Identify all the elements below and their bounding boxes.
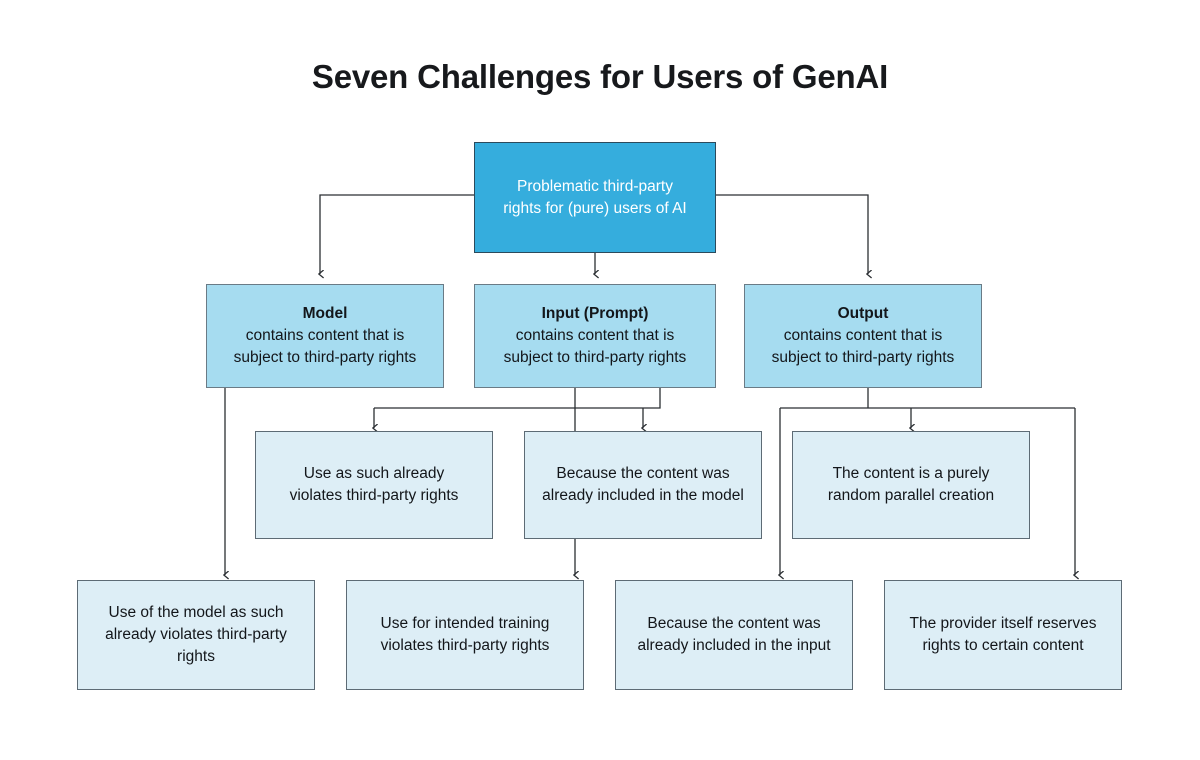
- edge-root-to-output: [716, 194, 868, 274]
- node-included-input-line1: Because the content was: [647, 615, 821, 632]
- node-included-model-line1: Because the content was: [556, 465, 730, 482]
- node-use-as-such-line1: Use as such already: [303, 465, 445, 482]
- node-root-line1: Problematic third-party: [517, 177, 673, 195]
- edge-input-branch-left: [374, 388, 661, 409]
- node-input-line2: subject to third-party rights: [503, 349, 687, 366]
- node-use-of-model-line3: rights: [177, 648, 215, 665]
- node-included-model[interactable]: Because the content was already included…: [524, 431, 762, 539]
- node-intended-training-line2: violates third-party rights: [380, 637, 550, 654]
- node-input[interactable]: Input (Prompt) contains content that is …: [474, 284, 716, 388]
- node-intended-training[interactable]: Use for intended training violates third…: [346, 580, 584, 690]
- node-random-parallel-line2: random parallel creation: [827, 487, 995, 504]
- node-included-model-line2: already included in the model: [542, 487, 744, 504]
- node-provider-reserves-line1: The provider itself reserves: [909, 615, 1097, 632]
- node-included-input[interactable]: Because the content was already included…: [615, 580, 853, 690]
- node-use-of-model-line1: Use of the model as such: [108, 604, 284, 621]
- node-use-of-model-line2: already violates third-party: [105, 626, 287, 643]
- edge-root-to-model: [320, 194, 474, 274]
- node-output-line1: contains content that is: [783, 327, 943, 344]
- node-input-line1: contains content that is: [515, 327, 675, 344]
- node-random-parallel-line1: The content is a purely: [832, 465, 990, 482]
- node-model[interactable]: Model contains content that is subject t…: [206, 284, 444, 388]
- node-random-parallel[interactable]: The content is a purely random parallel …: [792, 431, 1030, 539]
- node-use-as-such[interactable]: Use as such already violates third-party…: [255, 431, 493, 539]
- node-included-input-line2: already included in the input: [637, 637, 831, 654]
- node-provider-reserves-line2: rights to certain content: [922, 637, 1084, 654]
- node-root-line2: rights for (pure) users of AI: [503, 199, 687, 217]
- node-use-of-model[interactable]: Use of the model as such already violate…: [77, 580, 315, 690]
- node-model-line1: contains content that is: [245, 327, 405, 344]
- node-root[interactable]: Problematic third-party rights for (pure…: [474, 142, 716, 253]
- node-output-heading: Output: [837, 305, 889, 322]
- node-output[interactable]: Output contains content that is subject …: [744, 284, 982, 388]
- page-title: Seven Challenges for Users of GenAI: [311, 58, 889, 95]
- node-input-heading: Input (Prompt): [541, 305, 649, 322]
- node-use-as-such-line2: violates third-party rights: [289, 487, 459, 504]
- node-model-heading: Model: [302, 305, 348, 322]
- node-provider-reserves[interactable]: The provider itself reserves rights to c…: [884, 580, 1122, 690]
- node-output-line2: subject to third-party rights: [771, 349, 955, 366]
- node-model-line2: subject to third-party rights: [233, 349, 417, 366]
- node-intended-training-line1: Use for intended training: [380, 615, 550, 632]
